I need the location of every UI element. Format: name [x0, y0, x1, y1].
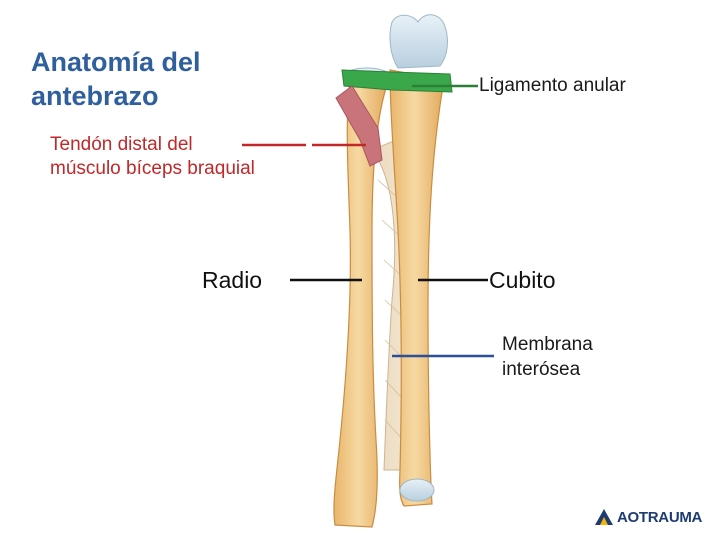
aotrauma-logo: AOTRAUMA [594, 506, 702, 528]
label-biceps-tendon-line-1: Tendón distal del [50, 134, 193, 155]
ulna-bone [389, 69, 445, 507]
logo-suffix: TRAUMA [638, 508, 703, 526]
label-biceps-tendon: Tendón distal del músculo bíceps braquia… [50, 133, 255, 181]
label-ulna: Cubito [489, 267, 556, 293]
ulna-top-cartilage [389, 14, 448, 69]
label-membrane-line-1: Membrana [502, 334, 593, 355]
biceps-tendon [335, 85, 383, 167]
label-membrane-line-2: interósea [502, 359, 581, 380]
logo-prefix: AO [617, 508, 639, 526]
title-line-2: antebrazo [31, 81, 159, 111]
page-title: Anatomía del antebrazo [31, 45, 201, 113]
label-biceps-tendon-line-2: músculo bíceps braquial [50, 158, 255, 179]
aotrauma-logo-icon [595, 509, 613, 525]
radius-bone [333, 79, 389, 528]
label-interosseous-membrane: Membrana interósea [502, 332, 593, 382]
aotrauma-logo-text: AOTRAUMA [617, 509, 702, 526]
title-line-1: Anatomía del [31, 47, 201, 77]
ulna-distal-head [399, 478, 435, 502]
label-annular-ligament: Ligamento anular [479, 75, 626, 96]
label-radius: Radio [202, 267, 263, 293]
